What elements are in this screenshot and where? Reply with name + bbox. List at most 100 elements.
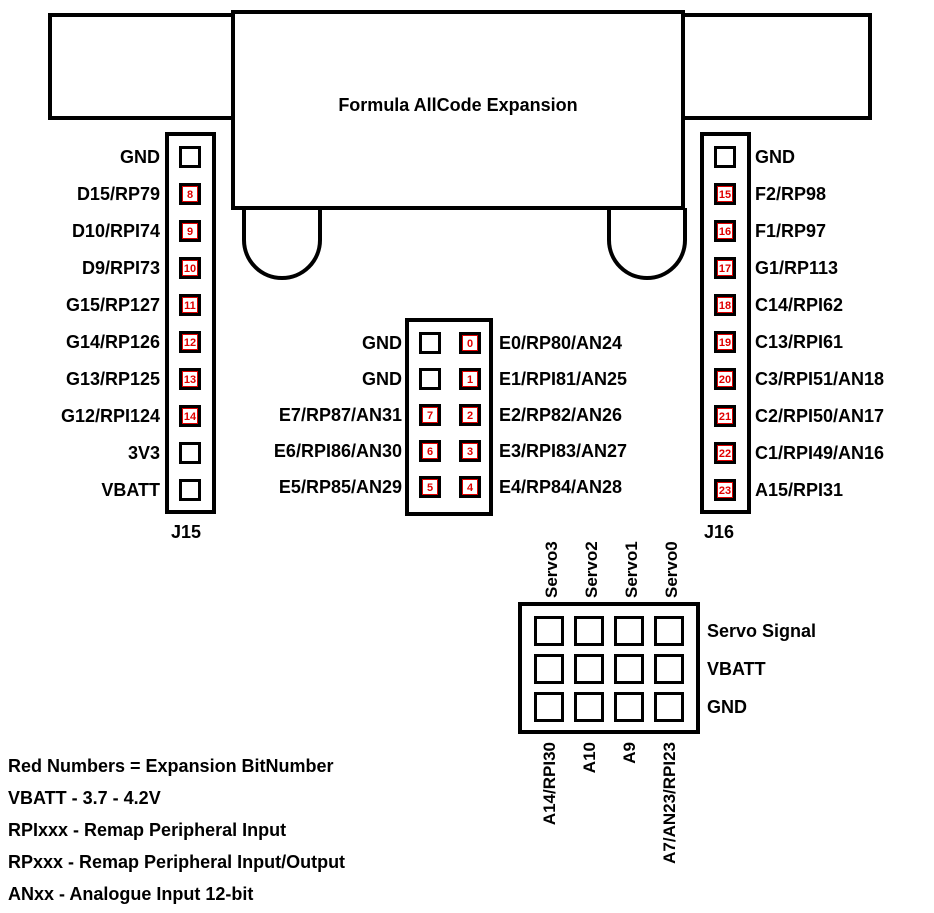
servo-pin [654, 654, 684, 684]
legend-line: VBATT - 3.7 - 4.2V [8, 788, 161, 808]
bit-number: 17 [717, 260, 733, 276]
legend-line: RPIxxx - Remap Peripheral Input [8, 820, 287, 840]
bit-number: 13 [182, 371, 198, 387]
servo-pin [614, 692, 644, 722]
j15-pin-label: G14/RP126 [65, 332, 160, 352]
j15-pin: 8 [179, 183, 201, 205]
j15-pin: 14 [179, 405, 201, 427]
bit-number: 2 [462, 407, 478, 423]
j15-pin-label: 3V3 [127, 443, 160, 463]
servo-pin [574, 692, 604, 722]
servo-row-label: Servo Signal [707, 621, 817, 641]
servo-pin [534, 654, 564, 684]
servo-top-label: Servo1 [622, 541, 641, 598]
bit-number: 3 [462, 443, 478, 459]
j15-pin-label: G12/RPI124 [60, 406, 160, 426]
j15-pin-label: G15/RP127 [65, 295, 160, 315]
servo-pin [574, 616, 604, 646]
center-left-label: GND [362, 333, 402, 353]
legend-line: ANxx - Analogue Input 12-bit [8, 884, 254, 904]
servo-bottom-label: A9 [620, 742, 639, 764]
servo-bottom-label: A7/AN23/RPI23 [660, 742, 679, 864]
servo-pin [614, 616, 644, 646]
center-pin-right: 1 [459, 368, 481, 390]
j16-pin-label: F2/RP98 [755, 184, 827, 204]
bit-number: 22 [717, 445, 733, 461]
bit-number: 15 [717, 186, 733, 202]
j16-pin: 19 [714, 331, 736, 353]
j15-label: J15 [171, 522, 202, 542]
j15-pin [179, 442, 201, 464]
center-pin-right: 0 [459, 332, 481, 354]
right-wheel [607, 208, 687, 280]
center-pin-right: 3 [459, 440, 481, 462]
j15-pin: 10 [179, 257, 201, 279]
bit-number: 1 [462, 371, 478, 387]
servo-pin [574, 654, 604, 684]
j16-pin: 23 [714, 479, 736, 501]
center-pin-left [419, 332, 441, 354]
bit-number: 5 [422, 479, 438, 495]
servo-top-label: Servo0 [662, 541, 681, 598]
j16-pin: 20 [714, 368, 736, 390]
bit-number: 18 [717, 297, 733, 313]
servo-pin [654, 616, 684, 646]
j15-pin: 13 [179, 368, 201, 390]
j16-pin: 16 [714, 220, 736, 242]
bit-number: 0 [462, 335, 478, 351]
j15-pin-label: D9/RPI73 [81, 258, 160, 278]
j15-pin-label: GND [120, 147, 160, 167]
bit-number: 7 [422, 407, 438, 423]
bit-number: 8 [182, 186, 198, 202]
bit-number: 20 [717, 371, 733, 387]
center-right-label: E0/RP80/AN24 [499, 333, 623, 353]
center-right-label: E3/RPI83/AN27 [499, 441, 628, 461]
j15-pin: 9 [179, 220, 201, 242]
servo-pin [534, 616, 564, 646]
bit-number: 11 [182, 297, 198, 313]
servo-pin [614, 654, 644, 684]
j16-pin: 22 [714, 442, 736, 464]
center-pin-left: 7 [419, 404, 441, 426]
j16-pin-label: C3/RPI51/AN18 [755, 369, 885, 389]
legend-line: RPxxx - Remap Peripheral Input/Output [8, 852, 346, 872]
center-right-label: E1/RPI81/AN25 [499, 369, 628, 389]
j15-pin: 12 [179, 331, 201, 353]
j16-pin-label: G1/RP113 [755, 258, 839, 278]
servo-bottom-label: A10 [580, 742, 599, 774]
j15-pin [179, 479, 201, 501]
j16-pin-label: C14/RPI62 [755, 295, 844, 315]
servo-row-label: GND [707, 697, 747, 717]
bit-number: 19 [717, 334, 733, 350]
bit-number: 23 [717, 482, 733, 498]
center-left-label: GND [362, 369, 402, 389]
j15-pin-label: D15/RP79 [76, 184, 160, 204]
servo-bottom-label: A14/RPI30 [540, 742, 559, 826]
j16-pin: 21 [714, 405, 736, 427]
j16-pin-label: GND [755, 147, 795, 167]
center-right-label: E4/RP84/AN28 [499, 477, 623, 497]
servo-pin [534, 692, 564, 722]
center-pin-right: 2 [459, 404, 481, 426]
j16-pin-label: C13/RPI61 [755, 332, 844, 352]
j16-pin [714, 146, 736, 168]
robot-body [231, 10, 685, 210]
center-pin-left: 5 [419, 476, 441, 498]
center-pin-left [419, 368, 441, 390]
servo-pin [654, 692, 684, 722]
center-pin-right: 4 [459, 476, 481, 498]
j16-pin-label: F1/RP97 [755, 221, 827, 241]
center-left-label: E5/RP85/AN29 [278, 477, 402, 497]
j16-pin: 15 [714, 183, 736, 205]
servo-row-label: VBATT [707, 659, 766, 679]
bit-number: 21 [717, 408, 733, 424]
legend-line: Red Numbers = Expansion BitNumber [8, 756, 334, 776]
servo-top-label: Servo3 [542, 541, 561, 598]
j16-label: J16 [704, 522, 735, 542]
bit-number: 9 [182, 223, 198, 239]
center-right-label: E2/RP82/AN26 [499, 405, 623, 425]
j16-pin-label: A15/RPI31 [755, 480, 844, 500]
center-pin-left: 6 [419, 440, 441, 462]
center-left-label: E6/RPI86/AN30 [273, 441, 402, 461]
j15-pin: 11 [179, 294, 201, 316]
